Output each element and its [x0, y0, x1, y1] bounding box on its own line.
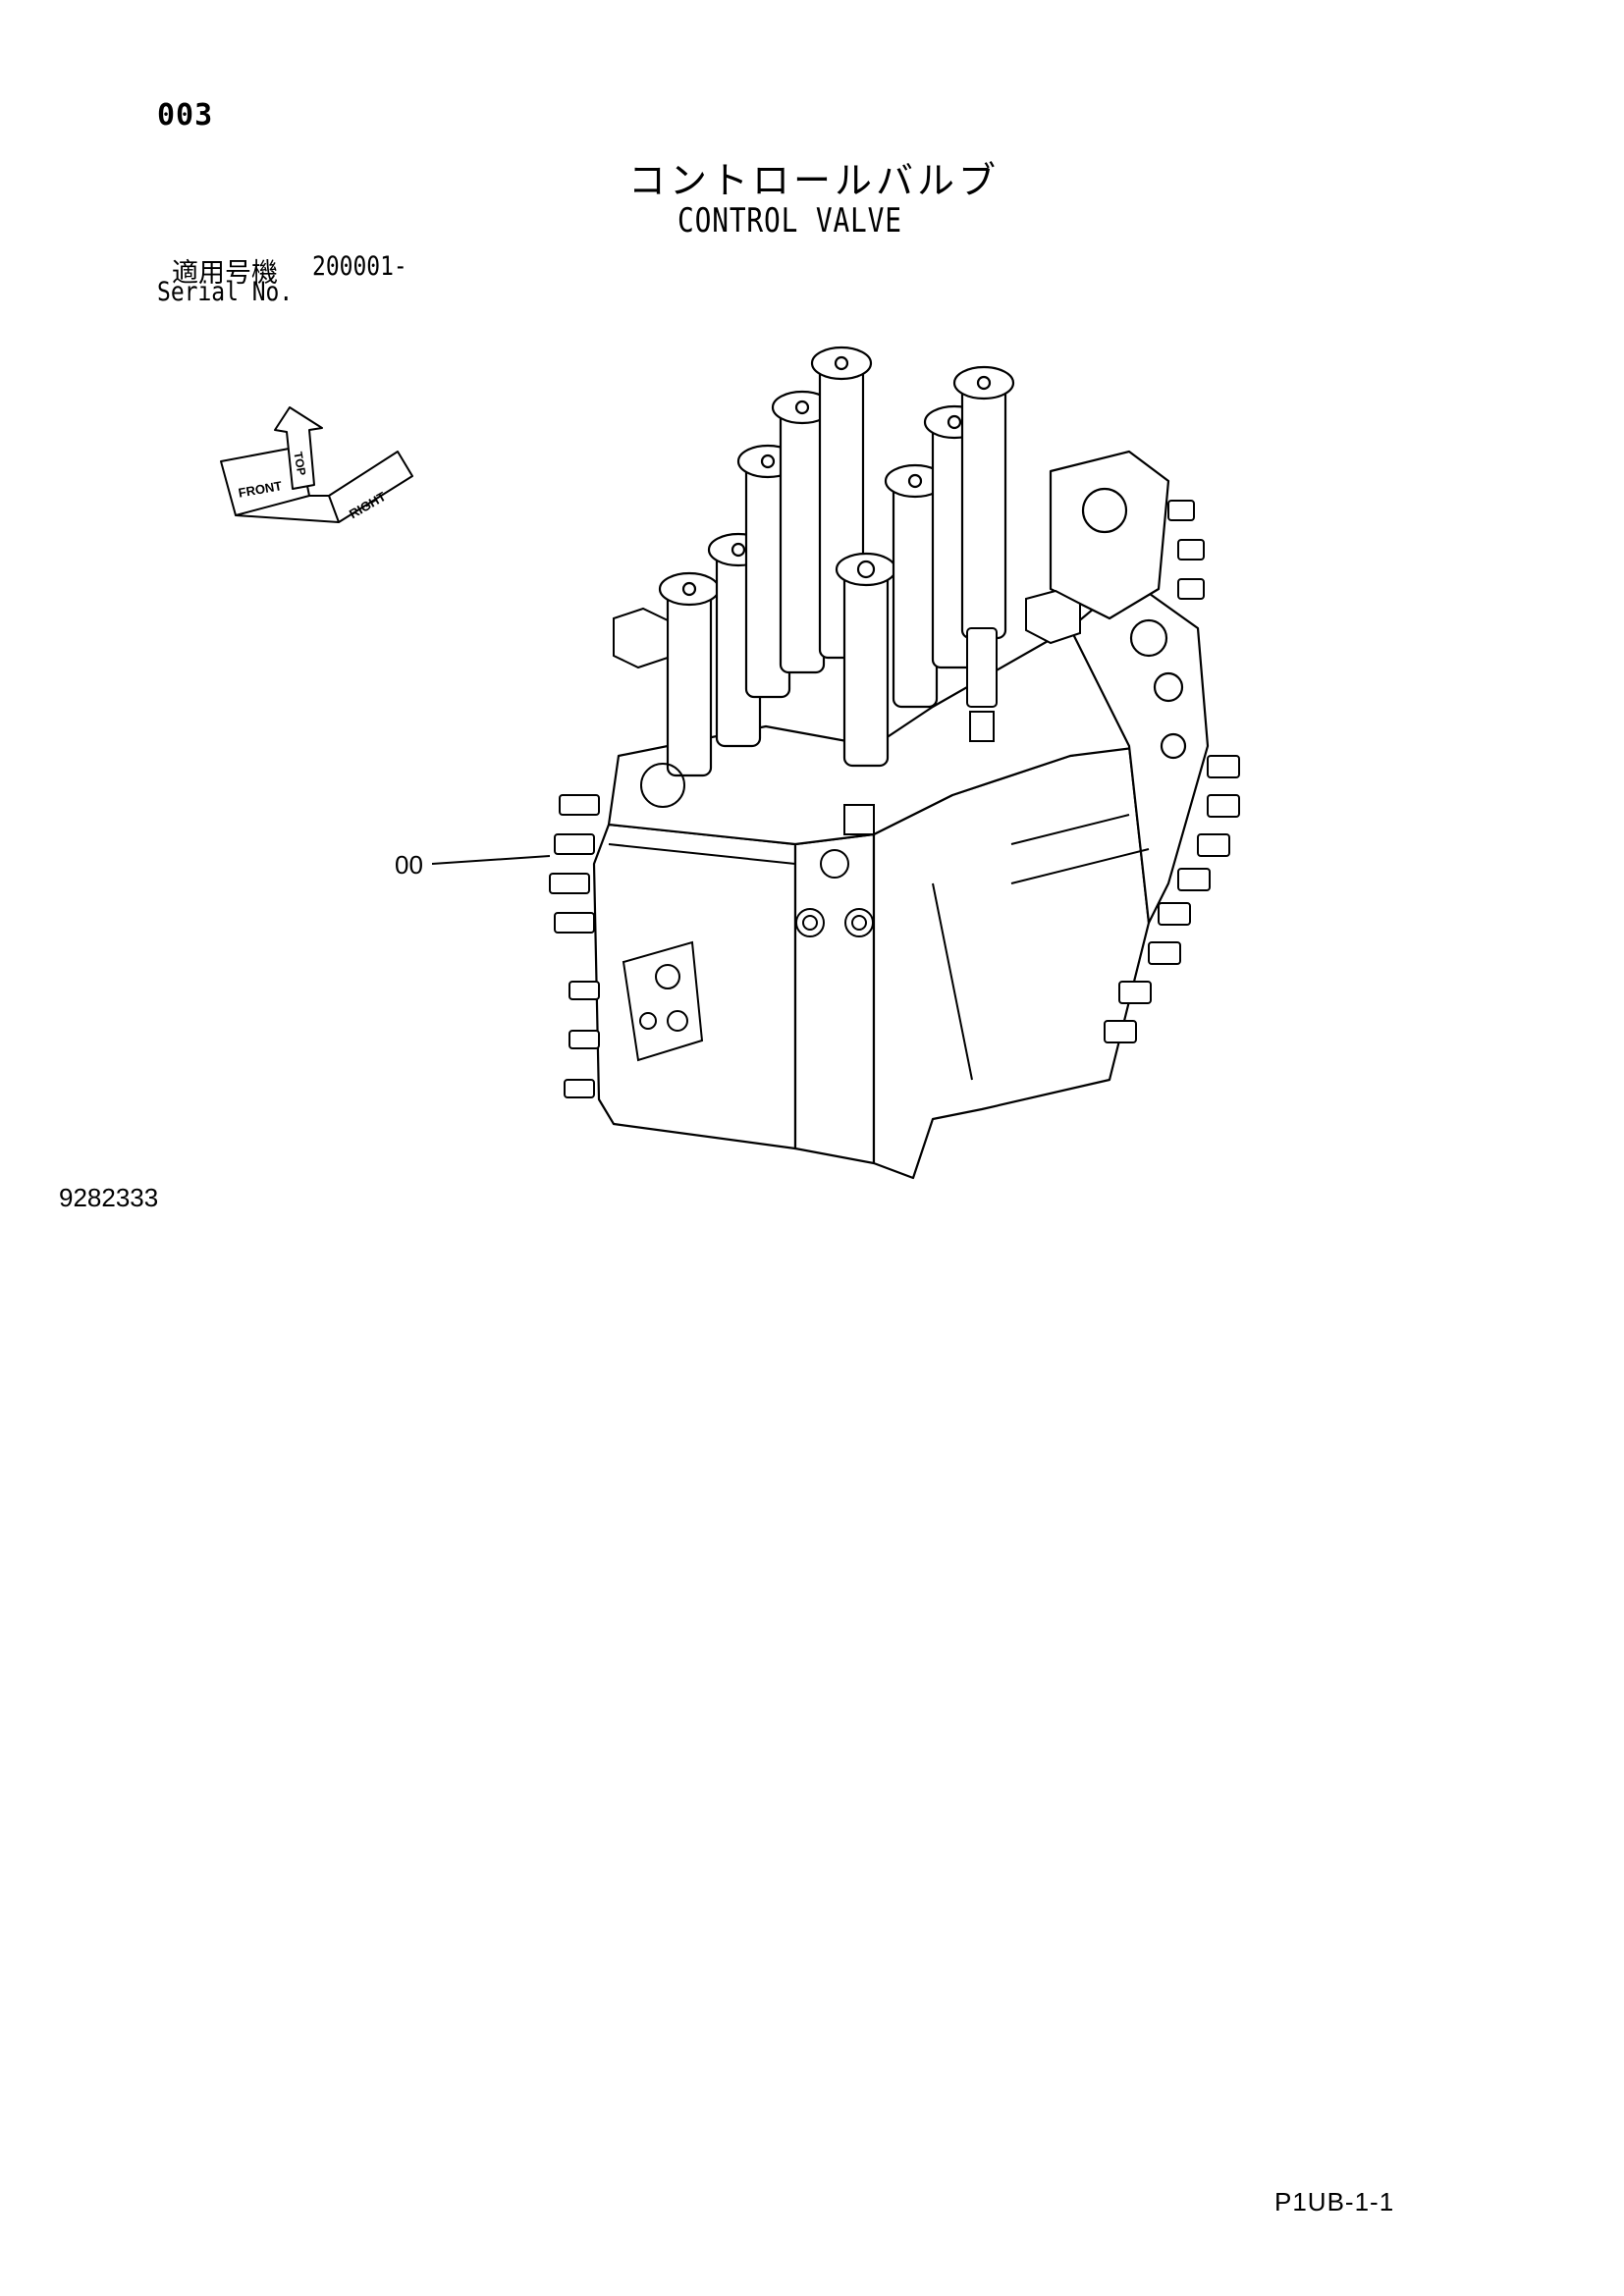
serial-label-japanese: 適用号機	[172, 258, 278, 289]
orientation-indicator: FRONT TOP RIGHT	[220, 406, 413, 523]
spool-4	[771, 390, 834, 674]
spool-3	[736, 444, 799, 699]
control-valve-drawing	[549, 346, 1240, 1180]
serial-range: 200001-	[312, 251, 407, 282]
valve-body-left	[592, 823, 797, 1150]
upper-right-block	[1049, 450, 1170, 620]
page-title-english: CONTROL VALVE	[677, 201, 902, 240]
serial-label-english: Serial No.	[157, 277, 294, 307]
hex-plug-left	[613, 607, 669, 669]
spool-9	[952, 365, 1015, 640]
valve-body-center	[793, 832, 876, 1165]
orientation-label-top: TOP	[291, 451, 308, 477]
callout-leader-line	[432, 855, 550, 865]
sheet-code: P1UB-1-1	[1274, 2187, 1395, 2216]
drawing-number: 9282333	[59, 1183, 159, 1212]
callout-label: 00	[395, 850, 423, 880]
hex-plug-right	[1025, 589, 1081, 645]
spool-1	[658, 571, 721, 777]
spool-6	[835, 552, 897, 768]
page-number: 003	[157, 98, 214, 133]
right-arrow-shape	[328, 451, 413, 523]
top-arrow-shape	[274, 406, 323, 490]
page-title-japanese: コントロールバルブ	[628, 159, 1001, 202]
